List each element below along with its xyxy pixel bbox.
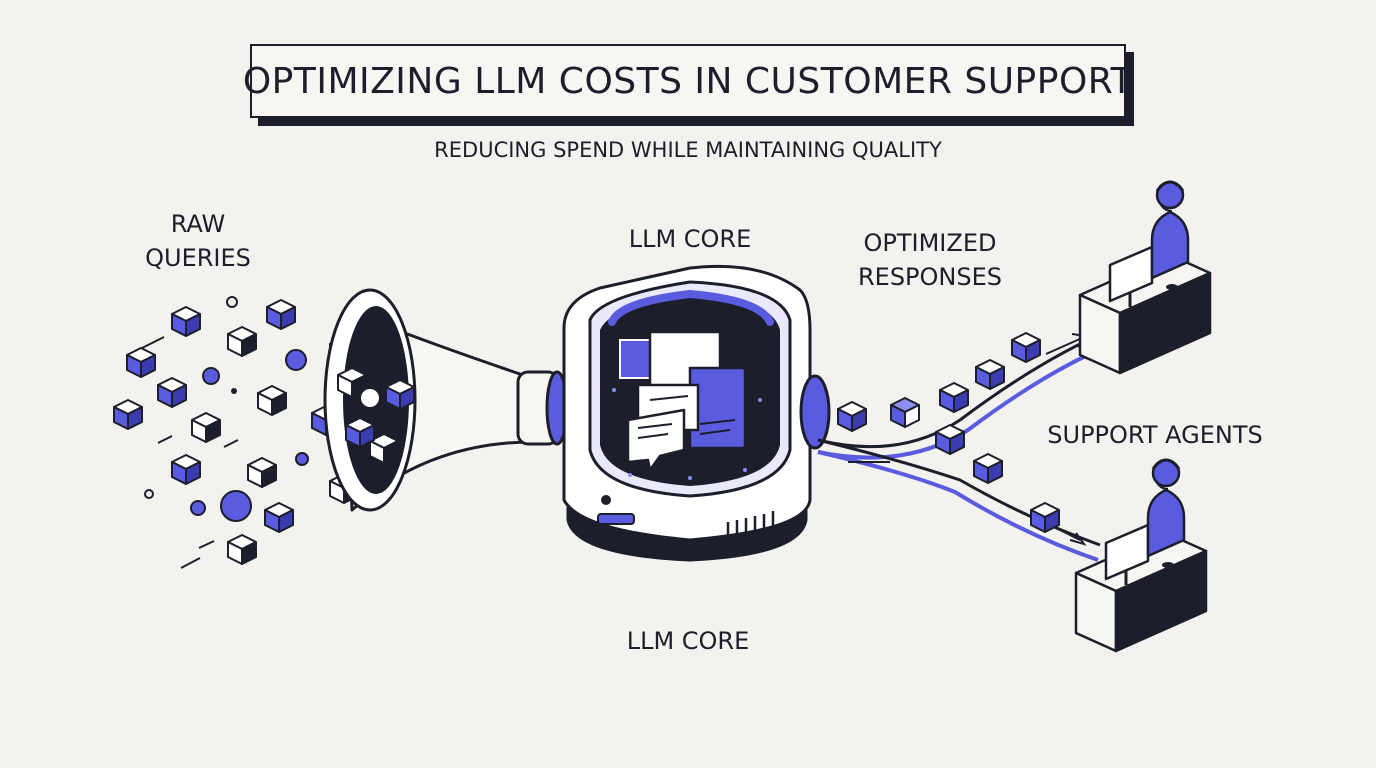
label-llm-core-bottom: LLM CORE (626, 627, 750, 655)
llm-core-server (562, 264, 831, 562)
page-subtitle: REDUCING SPEND WHILE MAINTAINING QUALITY (434, 138, 942, 162)
label-llm-core-top: LLM CORE (628, 225, 752, 253)
scattered-query-cubes (113, 296, 359, 569)
label-support-agents: SUPPORT AGENTS (1047, 421, 1263, 449)
page-title: OPTIMIZING LLM COSTS IN CUSTOMER SUPPORT (242, 60, 1134, 102)
support-agent-bottom (1074, 458, 1208, 653)
support-agent-top (1078, 180, 1212, 375)
label-raw-queries: RAW QUERIES (145, 210, 251, 272)
conveyor-belts (817, 328, 1113, 562)
funnel (323, 288, 569, 512)
title-box: OPTIMIZING LLM COSTS IN CUSTOMER SUPPORT (243, 44, 1133, 118)
title-banner: OPTIMIZING LLM COSTS IN CUSTOMER SUPPORT (243, 44, 1134, 126)
label-optimized-responses: OPTIMIZED RESPONSES (857, 229, 1003, 291)
